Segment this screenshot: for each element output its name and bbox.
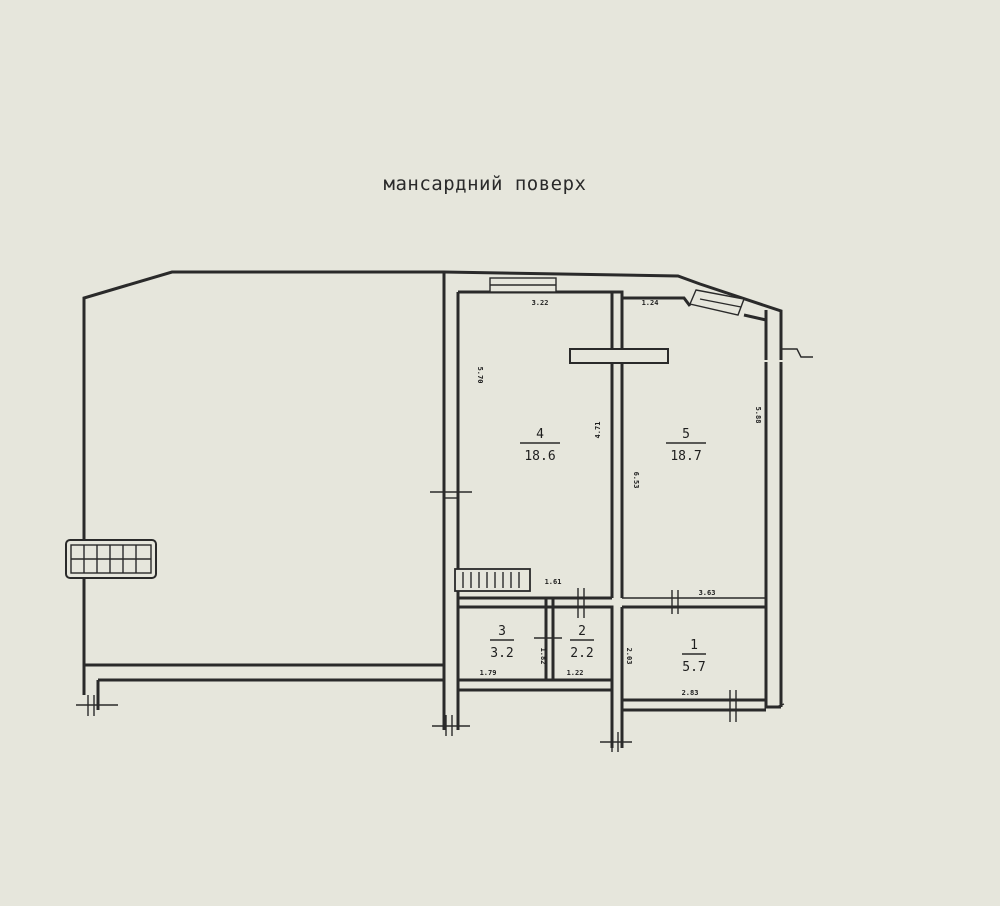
room-5-number: 5 xyxy=(682,427,690,442)
vent-grille-left-icon xyxy=(65,539,157,579)
dim-room4-top: 3.22 xyxy=(532,299,549,307)
room-labels: 4 18.6 5 18.7 3 3.2 2 2.2 1 5.7 xyxy=(490,427,706,675)
dim-room5-left: 6.53 xyxy=(632,472,640,489)
dim-room5-top: 1.24 xyxy=(642,299,659,307)
beam-icon xyxy=(569,348,669,364)
dimension-labels: 3.22 5.70 4.71 1.24 5.88 6.53 3.63 1.61 … xyxy=(476,299,762,697)
room-5 xyxy=(569,289,767,599)
dim-room3-bottom: 1.79 xyxy=(480,669,497,677)
outer-walls xyxy=(82,270,813,730)
dim-room5-right: 5.88 xyxy=(754,407,762,424)
dim-room2-left: 1.82 xyxy=(539,648,547,665)
dim-room4-left: 5.70 xyxy=(476,367,484,384)
room-3-number: 3 xyxy=(498,624,506,639)
dim-room1-left: 2.03 xyxy=(625,648,633,665)
room-1-number: 1 xyxy=(690,638,698,653)
rooms-bottom xyxy=(432,588,785,752)
dim-room5-bottom: 3.63 xyxy=(699,589,716,597)
vent-grille-center-icon xyxy=(454,568,531,592)
room-4-number: 4 xyxy=(536,427,544,442)
room-3-area: 3.2 xyxy=(490,646,513,661)
room-2-number: 2 xyxy=(578,624,586,639)
room-2-area: 2.2 xyxy=(570,646,593,661)
room-4-area: 18.6 xyxy=(524,449,555,464)
dim-room2-bottom: 1.22 xyxy=(567,669,584,677)
left-attic-area xyxy=(76,663,444,716)
dim-room4-right: 4.71 xyxy=(594,422,602,439)
room-1-area: 5.7 xyxy=(682,660,705,675)
dim-room2-top: 1.61 xyxy=(545,578,562,586)
room-5-area: 18.7 xyxy=(670,449,701,464)
dim-room1-bottom: 2.83 xyxy=(682,689,699,697)
plan-title: мансардний поверх xyxy=(384,173,587,195)
